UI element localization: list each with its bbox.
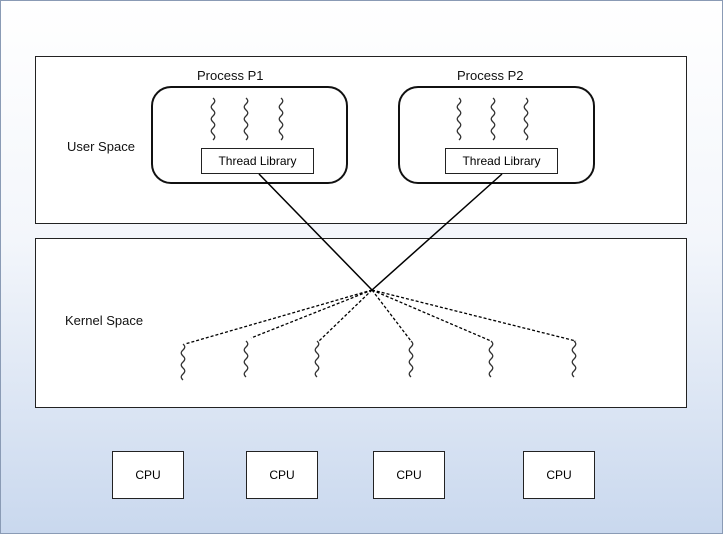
user-thread-icon-1 xyxy=(210,97,216,141)
kernel-dispatch-line-1 xyxy=(184,289,373,345)
user-thread-icon-5 xyxy=(490,97,496,141)
process-p2-title: Process P2 xyxy=(457,68,524,83)
cpu-box-3: CPU xyxy=(373,451,445,499)
kernel-thread-icon-1 xyxy=(180,343,186,381)
kernel-thread-icon-4 xyxy=(408,340,414,378)
kernel-dispatch-line-4 xyxy=(371,289,412,342)
kernel-space-panel xyxy=(35,238,687,408)
p2-kernel-link xyxy=(371,173,503,291)
kernel-dispatch-line-5 xyxy=(371,289,492,342)
kernel-thread-icon-3 xyxy=(314,340,320,378)
kernel-space-label: Kernel Space xyxy=(65,313,144,328)
cpu-box-4: CPU xyxy=(523,451,595,499)
user-space-label: User Space xyxy=(67,139,135,154)
cpu-box-2: CPU xyxy=(246,451,318,499)
thread-library-p1: Thread Library xyxy=(201,148,314,174)
p1-kernel-link xyxy=(258,173,373,291)
process-p1-title: Process P1 xyxy=(197,68,264,83)
user-thread-icon-3 xyxy=(278,97,284,141)
kernel-dispatch-line-3 xyxy=(318,289,373,342)
kernel-thread-icon-2 xyxy=(243,340,249,378)
user-thread-icon-6 xyxy=(523,97,529,141)
kernel-dispatch-line-2 xyxy=(250,289,373,339)
user-thread-icon-4 xyxy=(456,97,462,141)
kernel-dispatch-line-6 xyxy=(371,289,577,342)
user-thread-icon-2 xyxy=(243,97,249,141)
kernel-thread-icon-6 xyxy=(571,340,577,378)
thread-library-p2: Thread Library xyxy=(445,148,558,174)
cpu-box-1: CPU xyxy=(112,451,184,499)
kernel-thread-icon-5 xyxy=(488,340,494,378)
